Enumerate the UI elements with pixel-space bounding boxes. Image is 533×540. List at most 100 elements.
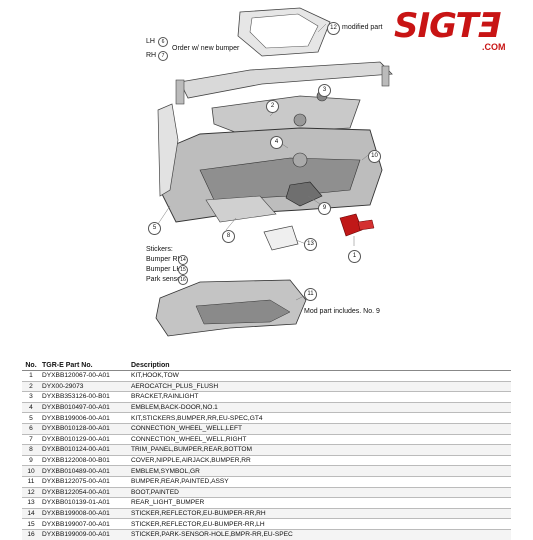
callout-8: 8 xyxy=(222,230,235,243)
cell-no: 15 xyxy=(22,518,40,530)
cell-part: DYXBB199008-00-A01 xyxy=(40,507,129,519)
sticker-park-sensors-callout: 16 xyxy=(178,275,188,285)
lh-label: LH xyxy=(146,38,155,45)
cell-no: 11 xyxy=(22,475,40,488)
header-no: No. xyxy=(22,360,40,371)
rh-callout: 7 xyxy=(158,51,168,61)
tow-hook-drawing xyxy=(339,213,363,237)
cell-part: DYXBB120067-00-A01 xyxy=(40,370,129,382)
cell-no: 13 xyxy=(22,497,40,509)
cell-no: 5 xyxy=(22,412,40,424)
cell-no: 1 xyxy=(22,370,40,382)
cell-desc: AEROCATCH_PLUS_FLUSH xyxy=(129,380,511,392)
cell-part: DYXBB010124-00-A01 xyxy=(40,444,129,456)
cell-part: DYXBB122075-00-A01 xyxy=(40,475,129,488)
cell-part: DYXBB010128-00-A01 xyxy=(40,422,129,435)
brand-logo: SIGTƎ xyxy=(394,6,501,46)
cell-no: 10 xyxy=(22,465,40,477)
cell-part: DYXBB199007-00-A01 xyxy=(40,518,129,530)
cell-part: DYXBB122054-00-A01 xyxy=(40,486,129,498)
cell-no: 3 xyxy=(22,391,40,403)
cell-part: DYXBB010489-00-A01 xyxy=(40,465,129,477)
sticker-park-sensors-label: Park sensors xyxy=(146,276,187,283)
stickers-title: Stickers: xyxy=(146,246,173,253)
cell-no: 6 xyxy=(22,422,40,435)
cell-no: 12 xyxy=(22,486,40,498)
cell-desc: CONNECTION_WHEEL_WELL,RIGHT xyxy=(129,433,511,445)
mod-note: Mod part includes. No. 9 xyxy=(304,308,380,315)
header-description: Description xyxy=(129,360,511,371)
cell-part: DYXBB199009-00-A01 xyxy=(40,528,129,540)
cell-desc: CONNECTION_WHEEL_WELL,LEFT xyxy=(129,422,511,435)
callout-9: 9 xyxy=(318,202,331,215)
cell-no: 14 xyxy=(22,507,40,519)
cell-desc: KIT,HOOK,TOW xyxy=(129,370,511,382)
callout-2: 2 xyxy=(266,100,279,113)
sticker-bumper-lh-label: Bumper LH xyxy=(146,266,182,273)
callout-1: 1 xyxy=(348,250,361,263)
brand-domain: .COM xyxy=(482,42,506,52)
cell-desc: STICKER,REFLECTOR,EU-BUMPER-RR,RH xyxy=(129,507,511,519)
cell-desc: BUMPER,REAR,PAINTED,ASSY xyxy=(129,475,511,488)
cell-desc: EMBLEM,SYMBOL,GR xyxy=(129,465,511,477)
cell-part: DYXBB010129-00-A01 xyxy=(40,433,129,445)
cell-no: 4 xyxy=(22,401,40,413)
cell-no: 2 xyxy=(22,380,40,392)
cell-no: 16 xyxy=(22,528,40,540)
cell-desc: REAR_LIGHT_BUMPER xyxy=(129,497,511,509)
sticker-bumper-rh-label: Bumper RH xyxy=(146,256,183,263)
cell-desc: BOOT,PAINTED xyxy=(129,486,511,498)
cell-desc: KIT,STICKERS,BUMPER,RR,EU-SPEC,GT4 xyxy=(129,412,511,424)
rear-wing-drawing xyxy=(179,61,393,99)
callout-13: 13 xyxy=(304,238,317,251)
cell-desc: EMBLEM,BACK-DOOR,NO.1 xyxy=(129,401,511,413)
cell-desc: BRACKET,RAINLIGHT xyxy=(129,391,511,403)
callout-12: 12 xyxy=(327,22,340,35)
lh-callout: 6 xyxy=(158,37,168,47)
exploded-parts-diagram xyxy=(155,7,393,337)
cell-desc: TRIM_PANEL,BUMPER,REAR,BOTTOM xyxy=(129,444,511,456)
cell-desc: COVER,NIPPLE,AIRJACK,BUMPER,RR xyxy=(129,454,511,466)
sticker-bumper-rh-callout: 14 xyxy=(178,255,188,265)
cell-desc: STICKER,REFLECTOR,EU-BUMPER-RR,LH xyxy=(129,518,511,530)
callout-5: 5 xyxy=(148,222,161,235)
parts-illustration xyxy=(155,7,393,337)
cell-part: DYX00-29073 xyxy=(40,380,129,392)
cell-part: DYXBB010497-00-A01 xyxy=(40,401,129,413)
callout-3: 3 xyxy=(318,84,331,97)
cell-no: 9 xyxy=(22,454,40,466)
rear-light-drawing xyxy=(263,225,299,251)
modified-note: modified part xyxy=(342,24,383,31)
callout-4: 4 xyxy=(270,136,283,149)
cell-part: DYXBB122008-00-B01 xyxy=(40,454,129,466)
cell-desc: STICKER,PARK-SENSOR-HOLE,BMPR-RR,EU-SPEC xyxy=(129,528,511,540)
callout-10: 10 xyxy=(368,150,381,163)
header-part-no: TGR-E Part No. xyxy=(40,360,129,371)
sticker-bumper-lh-callout: 15 xyxy=(178,265,188,275)
table-header-row: No. TGR-E Part No. Description xyxy=(22,360,511,371)
cell-part: DYXBB199006-00-A01 xyxy=(40,412,129,424)
cell-part: DYXBB010139-01-A01 xyxy=(40,497,129,509)
cell-no: 8 xyxy=(22,444,40,456)
cell-no: 7 xyxy=(22,433,40,445)
rh-label: RH xyxy=(146,52,157,59)
cell-part: DYXBB353126-00-B01 xyxy=(40,391,129,403)
